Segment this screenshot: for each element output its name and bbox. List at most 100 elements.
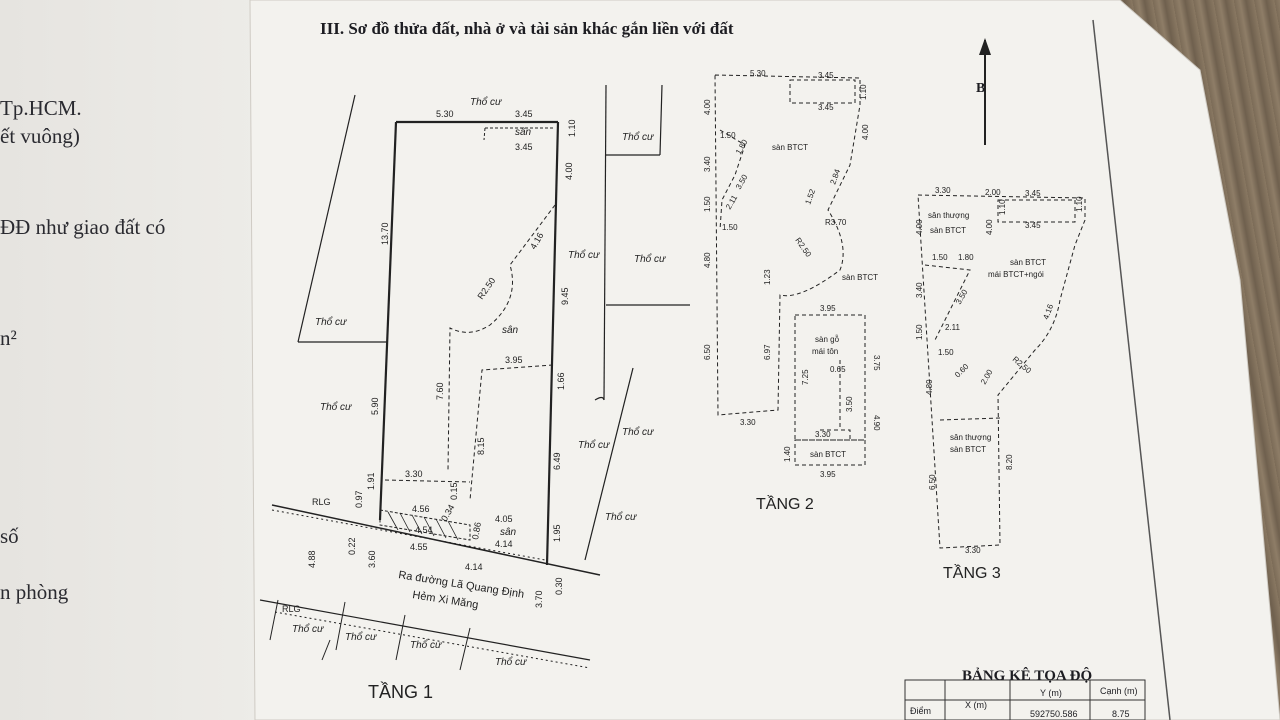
dim-label: 1.50 xyxy=(915,324,924,340)
neighbor-label: Thổ cư xyxy=(320,401,352,413)
dim-label: 1.10 xyxy=(859,84,868,100)
yard-label: sân xyxy=(502,325,519,336)
floor-surface-label: sàn BTCT xyxy=(842,273,878,282)
dim-label: 1.10 xyxy=(998,199,1007,215)
dim-label: 0.65 xyxy=(830,365,846,374)
dim-label: 3.40 xyxy=(915,282,924,298)
dim-label: 4.00 xyxy=(915,219,924,235)
dim-label: R3.70 xyxy=(825,218,847,227)
dim-label: 4.00 xyxy=(985,219,994,235)
dim-label: 4.14 xyxy=(465,562,483,572)
back-page-line: Tp.HCM. xyxy=(0,96,82,120)
dim-label: 3.45 xyxy=(818,71,834,80)
yard-label: sân xyxy=(500,527,517,538)
dim-label: 3.45 xyxy=(1025,221,1041,230)
dim-label: 3.45 xyxy=(818,103,834,112)
dim-label: 4.56 xyxy=(412,504,430,514)
dim-label: 3.30 xyxy=(405,469,423,479)
road-boundary-label: RLG xyxy=(312,497,331,507)
dim-label: 3.30 xyxy=(965,546,981,555)
dim-label: 3.60 xyxy=(367,550,377,568)
neighbor-label: Thổ cư xyxy=(470,96,502,108)
dim-label: 4.00 xyxy=(703,99,712,115)
neighbor-label: Thổ cư xyxy=(578,439,610,451)
dim-label: 6.49 xyxy=(552,452,562,470)
coord-table-header: Điểm xyxy=(910,706,931,716)
floor3-plan xyxy=(917,194,1086,549)
floor-surface-label: sàn BTCT xyxy=(930,226,966,235)
floor2-area-labels: sàn BTCT sàn BTCT sàn gỗ mái tôn sàn BTC… xyxy=(772,143,878,459)
section-title: III. Sơ đồ thửa đất, nhà ở và tài sản kh… xyxy=(320,19,734,38)
back-page-line: n phòng xyxy=(0,580,69,604)
neighbor-label: Thổ cư xyxy=(605,511,637,523)
dim-label: 0.97 xyxy=(354,490,364,508)
floor2-plan xyxy=(714,74,866,466)
north-arrow-label: B xyxy=(976,81,985,96)
dim-label: 5.90 xyxy=(370,397,380,415)
dim-label: 0.86 xyxy=(470,521,483,540)
dim-label: 7.60 xyxy=(435,382,445,400)
roof-label: mái tôn xyxy=(812,347,838,356)
dim-label: 5.30 xyxy=(436,109,454,119)
dim-label: 0.22 xyxy=(347,537,357,555)
coord-table-header: X (m) xyxy=(965,700,987,710)
underlying-document-page: Tp.HCM. ết vuông) ĐĐ như giao đất có n² … xyxy=(0,0,300,720)
dim-label: 1.50 xyxy=(722,223,738,232)
neighbor-label: Thổ cư xyxy=(292,623,324,635)
dim-label: 3.40 xyxy=(703,156,712,172)
dim-label: 4.80 xyxy=(925,379,934,395)
floor-surface-label: sàn BTCT xyxy=(810,450,846,459)
dim-label: 3.45 xyxy=(515,109,533,119)
neighbor-label: Thổ cư xyxy=(410,639,442,651)
dim-label: 0.15 xyxy=(449,482,459,500)
dim-label: 4.90 xyxy=(872,415,881,431)
dim-label: 1.50 xyxy=(932,253,948,262)
neighbor-label: Thổ cư xyxy=(568,249,600,261)
dim-label: 3.95 xyxy=(820,304,836,313)
dim-label: 7.25 xyxy=(801,369,810,385)
floor-surface-label: sàn BTCT xyxy=(772,143,808,152)
coord-table-title: BẢNG KÊ TỌA ĐỘ xyxy=(962,667,1092,684)
dim-label: 2.00 xyxy=(985,188,1001,197)
dim-label: 2.11 xyxy=(945,323,961,332)
neighbor-label: Thổ cư xyxy=(634,253,666,265)
dim-label: 3.30 xyxy=(740,418,756,427)
dim-label: 9.45 xyxy=(560,287,570,305)
dim-label: 1.10 xyxy=(1075,196,1084,212)
dim-label: 5.30 xyxy=(750,69,766,78)
dim-label: 8.15 xyxy=(476,437,486,455)
neighbor-label: Thổ cư xyxy=(345,631,377,643)
roof-label: mái BTCT+ngói xyxy=(988,270,1044,279)
floor-surface-label: sàn BTCT xyxy=(1010,258,1046,267)
dim-label: 1.91 xyxy=(366,472,376,490)
floor-surface-label: sàn gỗ xyxy=(815,335,840,344)
dim-label: 1.50 xyxy=(703,196,712,212)
dim-label: 1.80 xyxy=(958,253,974,262)
dim-label: 1.66 xyxy=(556,372,566,390)
coord-table-header: Y (m) xyxy=(1040,688,1062,698)
back-page-line: ĐĐ như giao đất có xyxy=(0,215,166,239)
dim-label: 4.80 xyxy=(703,252,712,268)
dim-label: 3.30 xyxy=(815,430,831,439)
dim-label: 6.97 xyxy=(763,344,772,360)
dim-label: 4.55 xyxy=(410,542,428,552)
dim-label: 13.70 xyxy=(380,222,390,245)
dim-label: 3.45 xyxy=(515,142,533,152)
back-page-line: n² xyxy=(0,326,17,350)
dim-label: 4.14 xyxy=(495,539,513,549)
dim-label: 3.30 xyxy=(935,186,951,195)
neighbor-label: Thổ cư xyxy=(622,426,654,438)
dim-label: 1.95 xyxy=(552,524,562,542)
dim-label: 3.70 xyxy=(534,590,544,608)
floor1-title: TẦNG 1 xyxy=(368,681,433,702)
dim-label: 3.95 xyxy=(820,470,836,479)
dim-label: 0.30 xyxy=(554,577,564,595)
neighbor-label: Thổ cư xyxy=(495,656,527,668)
dim-label: 6.50 xyxy=(928,474,937,490)
neighbor-label: Thổ cư xyxy=(315,316,347,328)
floor3-area-labels: sân thượng sàn BTCT sàn BTCT mái BTCT+ng… xyxy=(928,211,1046,454)
yard-label: sân xyxy=(515,127,532,138)
coord-table-cell: 8.75 xyxy=(1112,709,1130,719)
